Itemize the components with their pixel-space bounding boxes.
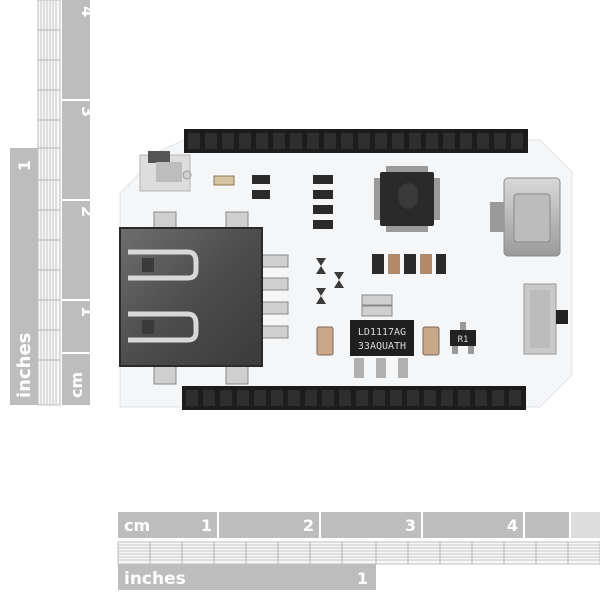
inch-ruler-band — [10, 148, 38, 405]
cm-ruler-tick-3: 3 — [78, 106, 97, 117]
resistor-marking: R1 — [458, 335, 469, 345]
h-inch-ruler-unit: inches — [124, 569, 186, 589]
horizontal-cm-ruler: cm 1 2 3 4 — [118, 512, 600, 538]
cm-ruler-tick-2: 2 — [78, 206, 97, 217]
bottom-pin-header — [182, 386, 526, 410]
horizontal-inch-ruler: inches 1 — [117, 541, 600, 590]
h-cm-ruler-tick-3: 3 — [405, 516, 416, 535]
cm-ruler-unit: cm — [67, 372, 86, 398]
passive-components — [213, 175, 446, 356]
micro-usb-connector — [490, 177, 561, 257]
h-inch-ruler-tick-1: 1 — [357, 569, 368, 588]
top-pin-header — [184, 129, 528, 153]
inch-ruler-tick-1: 1 — [15, 160, 34, 171]
vertical-inch-ruler: 1 inches — [10, 0, 61, 406]
left-slide-switch — [139, 151, 192, 192]
cm-ruler-tick-4: 4 — [78, 6, 97, 17]
inch-ruler-unit: inches — [14, 333, 35, 398]
h-cm-ruler-unit: cm — [124, 516, 150, 535]
usb-a-connector — [119, 211, 263, 385]
regulator-marking-line2: 33AQUATH — [358, 341, 406, 352]
voltage-regulator: LD1117AG 33AQUATH — [350, 320, 414, 378]
pcb-board: LD1117AG 33AQUATH R1 — [119, 129, 573, 410]
h-cm-ruler-tick-4: 4 — [507, 516, 518, 535]
h-cm-ruler-tick-2: 2 — [303, 516, 314, 535]
transistor-component: R1 — [450, 322, 476, 354]
microcontroller-chip — [374, 166, 440, 232]
cm-ruler-tick-1: 1 — [78, 306, 97, 317]
right-slide-switch — [523, 283, 568, 355]
h-cm-ruler-tick-1: 1 — [201, 516, 212, 535]
regulator-marking-line1: LD1117AG — [358, 327, 406, 338]
vertical-cm-ruler: 4 3 2 1 cm — [62, 0, 97, 405]
